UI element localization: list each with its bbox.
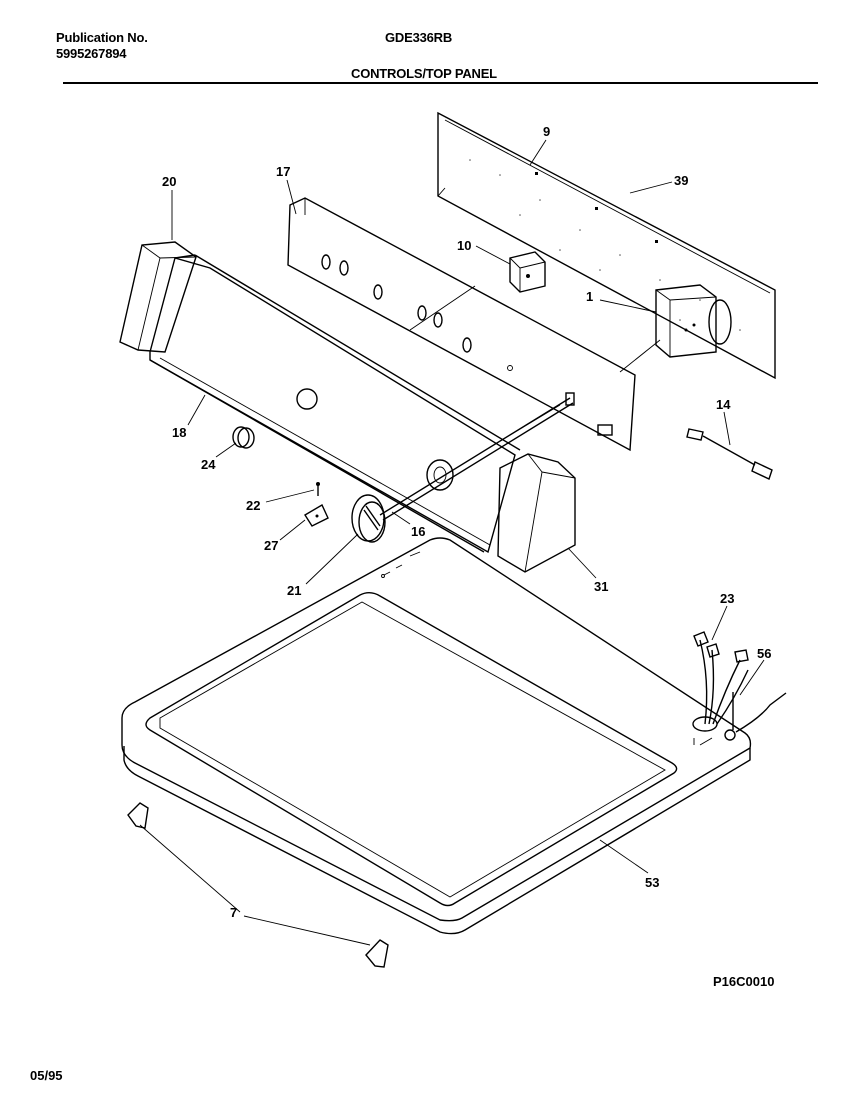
callout-17: 17 <box>276 164 290 179</box>
callout-24: 24 <box>201 457 216 472</box>
part-56-cord <box>732 692 787 733</box>
part-22-screw <box>316 482 320 496</box>
part-21-knob <box>351 494 386 543</box>
callout-labels: 9 39 20 17 10 1 14 18 24 22 16 27 21 31 … <box>162 124 771 920</box>
part-23-wires <box>693 631 749 725</box>
publication-date: 05/95 <box>30 1068 63 1083</box>
part-17-bracket <box>287 197 636 452</box>
part-1-timer <box>655 284 732 358</box>
part-7-clip-left <box>127 802 149 829</box>
callout-10: 10 <box>457 238 471 253</box>
publication-label: Publication No. <box>56 30 148 45</box>
callout-56: 56 <box>757 646 771 661</box>
part-20-left-endcap <box>119 241 197 353</box>
part-27-clip <box>304 504 329 527</box>
part-10-switch <box>509 251 546 293</box>
part-14-harness <box>686 428 773 480</box>
part-24-cap <box>232 426 255 449</box>
figure-code: P16C0010 <box>713 974 775 989</box>
part-7-clip-right <box>365 939 389 968</box>
callout-7: 7 <box>230 905 237 920</box>
callout-16: 16 <box>411 524 425 539</box>
callout-21: 21 <box>287 583 301 598</box>
model-number: GDE336RB <box>385 30 453 45</box>
part-53-top-panel <box>121 537 752 935</box>
callout-23: 23 <box>720 591 734 606</box>
part-31-right-endcap <box>497 453 576 573</box>
callout-18: 18 <box>172 425 186 440</box>
callout-31: 31 <box>594 579 608 594</box>
header-rule <box>63 82 818 84</box>
publication-number: 5995267894 <box>56 46 127 61</box>
callout-22: 22 <box>246 498 260 513</box>
callout-1: 1 <box>586 289 593 304</box>
callout-53: 53 <box>645 875 659 890</box>
leader-lines <box>139 139 765 946</box>
section-title: CONTROLS/TOP PANEL <box>351 66 497 81</box>
callout-20: 20 <box>162 174 176 189</box>
part-16-shaft <box>379 392 575 521</box>
callout-27: 27 <box>264 538 278 553</box>
part-18-console <box>149 254 521 554</box>
callout-9: 9 <box>543 124 550 139</box>
callout-14: 14 <box>716 397 731 412</box>
callout-39: 39 <box>674 173 688 188</box>
part-9-rear-panel <box>437 111 776 380</box>
